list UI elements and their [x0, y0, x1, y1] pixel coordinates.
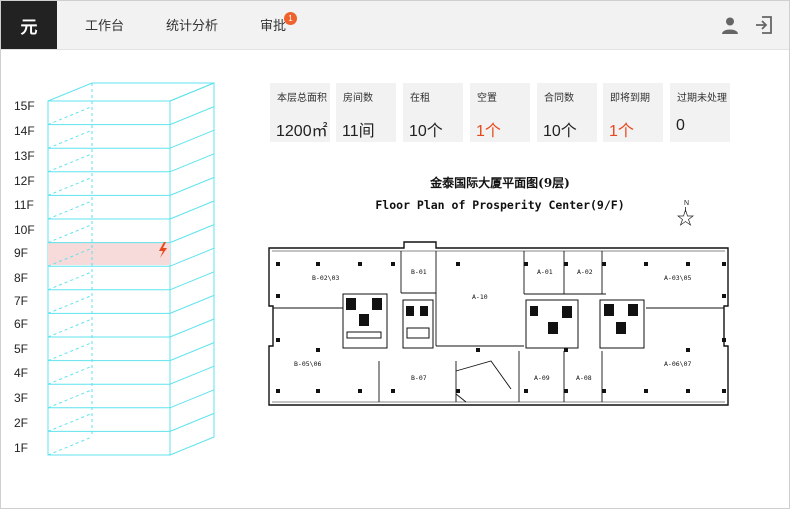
column-marker [316, 262, 320, 266]
stat-expiring-soon: 即将到期 1个 [603, 83, 663, 142]
floor-9f-highlight[interactable] [48, 242, 170, 265]
column-marker [602, 262, 606, 266]
plan-title-chinese: 金泰国际大厦平面图(9层) [430, 176, 570, 190]
stat-vacant: 空置 1个 [470, 83, 530, 142]
logout-icon[interactable] [753, 14, 775, 36]
column-marker [722, 338, 726, 342]
floor-label-13f[interactable]: 13F [14, 149, 35, 163]
column-marker [644, 262, 648, 266]
column-marker [524, 262, 528, 266]
stat-contracts: 合同数 10个 [537, 83, 597, 142]
column-marker [276, 262, 280, 266]
column-marker [722, 262, 726, 266]
room-label-b0506[interactable]: B-05\06 [294, 360, 321, 368]
column-marker [456, 262, 460, 266]
north-label: N [684, 200, 689, 207]
room-label-b07[interactable]: B-07 [411, 374, 427, 382]
floor-label-15f[interactable]: 15F [14, 99, 35, 113]
floor-label-8f[interactable]: 8F [14, 271, 29, 285]
room-label-a08[interactable]: A-08 [576, 374, 592, 382]
stat-total-area: 本层总面积 1200㎡ [270, 83, 330, 142]
column-marker [276, 389, 280, 393]
floor-label-10f[interactable]: 10F [14, 223, 35, 237]
column-marker [564, 262, 568, 266]
nav-approval[interactable]: 审批 [260, 19, 287, 34]
column-marker [564, 348, 568, 352]
room-label-a02[interactable]: A-02 [577, 268, 593, 276]
room-label-b01[interactable]: B-01 [411, 268, 427, 276]
room-label-a09[interactable]: A-09 [534, 374, 550, 382]
column-marker [358, 262, 362, 266]
stat-value: 1200㎡ [276, 123, 328, 140]
room-label-a0607[interactable]: A-06\07 [664, 360, 691, 368]
stat-label: 即将到期 [610, 93, 650, 104]
floor-label-1f[interactable]: 1F [14, 441, 29, 455]
stat-label: 房间数 [343, 93, 373, 104]
stat-value: 10个 [543, 123, 577, 140]
user-icon[interactable] [719, 14, 741, 36]
room-label-a0305[interactable]: A-03\05 [664, 274, 691, 282]
column-marker [358, 389, 362, 393]
room-label-b0203[interactable]: B-02\03 [312, 274, 339, 282]
column-marker [524, 389, 528, 393]
floor-label-2f[interactable]: 2F [14, 416, 29, 430]
column-marker [564, 389, 568, 393]
floor-label-4f[interactable]: 4F [14, 366, 29, 380]
stat-label: 本层总面积 [277, 93, 327, 104]
column-marker [456, 389, 460, 393]
stat-label: 空置 [477, 93, 497, 104]
column-marker [644, 389, 648, 393]
floor-label-7f[interactable]: 7F [14, 294, 29, 308]
column-marker [316, 389, 320, 393]
column-marker [686, 262, 690, 266]
floor-label-3f[interactable]: 3F [14, 391, 29, 405]
plan-title-english: Floor Plan of Prosperity Center(9/F) [375, 198, 625, 212]
stat-value: 10个 [409, 123, 443, 140]
north-arrow-icon: N [676, 200, 695, 226]
stat-overdue: 过期未处理 0 [670, 83, 730, 142]
nav-workbench[interactable]: 工作台 [85, 19, 125, 34]
column-marker [391, 389, 395, 393]
floor-label-14f[interactable]: 14F [14, 124, 35, 138]
column-marker [276, 294, 280, 298]
stat-value: 0 [676, 117, 685, 134]
stat-label: 过期未处理 [677, 93, 727, 104]
floor-label-12f[interactable]: 12F [14, 174, 35, 188]
approval-count-badge: 1 [284, 12, 297, 25]
column-marker [391, 262, 395, 266]
column-marker [276, 338, 280, 342]
floor-label-11f[interactable]: 11F [14, 198, 34, 212]
column-marker [722, 389, 726, 393]
room-label-a10[interactable]: A-10 [472, 293, 488, 301]
room-label-a01[interactable]: A-01 [537, 268, 553, 276]
building-wireframe[interactable] [46, 80, 221, 460]
lightning-icon[interactable] [159, 242, 167, 258]
top-bar: 元 工作台 统计分析 审批 1 [1, 1, 789, 50]
column-marker [602, 389, 606, 393]
column-marker [722, 294, 726, 298]
floor-label-9f[interactable]: 9F [14, 246, 29, 260]
stat-value: 11间 [342, 123, 375, 140]
stat-label: 合同数 [544, 93, 574, 104]
stat-room-count: 房间数 11间 [336, 83, 396, 142]
stat-value: 1个 [609, 123, 634, 140]
app-logo[interactable]: 元 [1, 1, 57, 49]
column-marker [476, 348, 480, 352]
stat-rented: 在租 10个 [403, 83, 463, 142]
column-marker [316, 348, 320, 352]
floor-plan[interactable]: N [266, 196, 736, 411]
stat-value: 1个 [476, 123, 501, 140]
floor-label-6f[interactable]: 6F [14, 317, 29, 331]
nav-statistics[interactable]: 统计分析 [166, 19, 219, 34]
column-marker [686, 348, 690, 352]
column-marker [686, 389, 690, 393]
floor-label-5f[interactable]: 5F [14, 342, 29, 356]
stat-label: 在租 [410, 93, 430, 104]
